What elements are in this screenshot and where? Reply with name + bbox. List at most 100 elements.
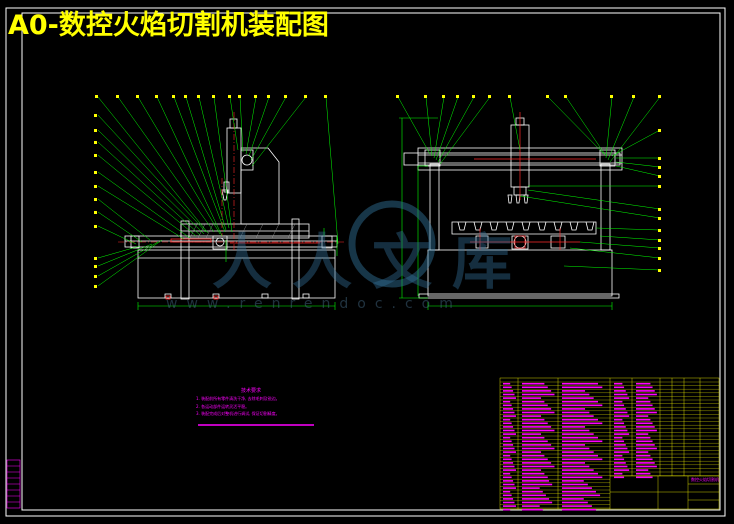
bom-cell-text <box>562 447 590 450</box>
bom-cell-text <box>522 436 545 439</box>
bom-cell-text <box>503 382 511 385</box>
front-view-leaders <box>97 96 339 287</box>
inner-frame <box>21 12 721 511</box>
bom-cell-text <box>522 440 548 443</box>
bom-cell-text <box>503 454 511 457</box>
bom-cell-text <box>636 440 653 443</box>
bom-cell-text <box>522 415 542 417</box>
bom-cell-text <box>503 415 516 417</box>
bom-cell-text <box>522 458 548 461</box>
bom-cell-text <box>503 440 512 443</box>
bom-cell-text <box>614 418 623 421</box>
bom-cell-text <box>522 408 552 410</box>
bom-cell-text <box>522 404 548 407</box>
bom-cell-text <box>562 397 594 399</box>
bom-cell-text <box>522 462 552 464</box>
bom-cell-text <box>614 390 626 392</box>
bom-cell-text <box>614 454 623 457</box>
bom-cell-text <box>614 426 626 428</box>
bom-cell-text <box>503 393 515 396</box>
bom-cell-text <box>503 465 515 468</box>
bom-cell-text <box>522 454 545 457</box>
bom-cell-text <box>503 397 516 399</box>
bom-cell-text <box>614 422 625 425</box>
bom-cell-text <box>522 418 545 421</box>
bom-cell-text <box>562 480 584 482</box>
bom-cell-text <box>562 472 598 475</box>
bom-cell-text <box>522 505 540 507</box>
bom-cell-text <box>562 505 592 507</box>
bom-cell-text <box>522 447 555 450</box>
bom-cell-text <box>562 386 603 389</box>
bom-cell-text <box>614 476 625 479</box>
bom-cell-text <box>636 472 651 475</box>
bom-cell-text <box>562 415 594 417</box>
bom-cell-text <box>522 483 553 486</box>
bom-cell-text <box>503 508 511 511</box>
technical-notes: 技术要求 1. 装配前所有零件清洗干净, 去除毛刺及锐边。 2. 各运动部件运转… <box>196 388 336 418</box>
bom-cell-text <box>636 462 655 464</box>
bom-cell-text <box>503 390 514 392</box>
front-view-dimensions <box>137 228 338 310</box>
side-view-dimensions <box>399 117 613 310</box>
bom-cell-text <box>503 436 511 439</box>
bom-cell-text <box>562 404 603 407</box>
bom-cell-text <box>614 433 630 435</box>
bom-cell-text <box>614 458 625 461</box>
bom-cell-text <box>503 462 514 464</box>
bom-cell-text <box>503 426 514 428</box>
bom-cell-text <box>522 386 548 389</box>
bom-cell-text <box>503 429 515 432</box>
bom-cell-text <box>522 411 555 414</box>
bom-cell-text <box>562 418 598 421</box>
bom-cell-text <box>614 429 628 432</box>
bom-rows <box>500 381 719 509</box>
bom-table <box>499 377 720 510</box>
bom-cell-text <box>522 400 545 403</box>
bom-cell-text <box>522 508 543 511</box>
bom-cell-text <box>503 498 514 500</box>
bom-cell-text <box>614 415 630 417</box>
bom-cell-text <box>562 483 588 486</box>
bom-cell-text <box>503 501 515 504</box>
bom-cell-text <box>636 433 649 435</box>
bom-cell-text <box>636 469 649 471</box>
bom-cell-text <box>562 458 603 461</box>
bom-cell-text <box>522 426 552 428</box>
bom-cell-text <box>636 426 655 428</box>
bom-cell-text <box>614 472 623 475</box>
bom-cell-text <box>636 408 655 410</box>
bom-cell-text <box>636 422 653 425</box>
bom-cell-text <box>614 462 626 464</box>
bom-cell-text <box>522 433 542 435</box>
bom-cell-text <box>562 440 603 443</box>
drawing-title: A0-数控火焰切割机装配图 <box>8 10 329 41</box>
title-block-name: 数控火焰切割机 <box>691 477 719 482</box>
bom-cell-text <box>503 400 511 403</box>
watermark-logo <box>348 200 436 288</box>
bom-cell-text <box>562 476 603 479</box>
bom-cell-text <box>562 498 584 500</box>
bom-cell-text <box>522 382 545 385</box>
bom-cell-text <box>562 411 590 414</box>
bom-cell-text <box>522 393 555 396</box>
bom-cell-text <box>614 386 625 389</box>
bom-cell-text <box>562 426 586 428</box>
bom-cell-text <box>636 382 651 385</box>
side-view-red-parts <box>470 112 596 250</box>
bom-cell-text <box>503 476 512 479</box>
bom-cell-text <box>636 447 657 450</box>
bom-cell-text <box>522 472 545 475</box>
bom-cell-text <box>562 454 598 457</box>
outer-frame <box>5 7 726 517</box>
bom-cell-text <box>522 429 555 432</box>
bom-cell-text <box>503 411 515 414</box>
bom-cell-text <box>636 454 651 457</box>
bom-cell-text <box>522 480 550 482</box>
bom-cell-text <box>522 476 548 479</box>
bom-cell-text <box>503 487 516 489</box>
front-view <box>124 118 338 300</box>
bom-cell-text <box>503 444 514 446</box>
bom-cell-text <box>562 390 586 392</box>
watermark-chinese: 人人文库 <box>212 228 532 298</box>
